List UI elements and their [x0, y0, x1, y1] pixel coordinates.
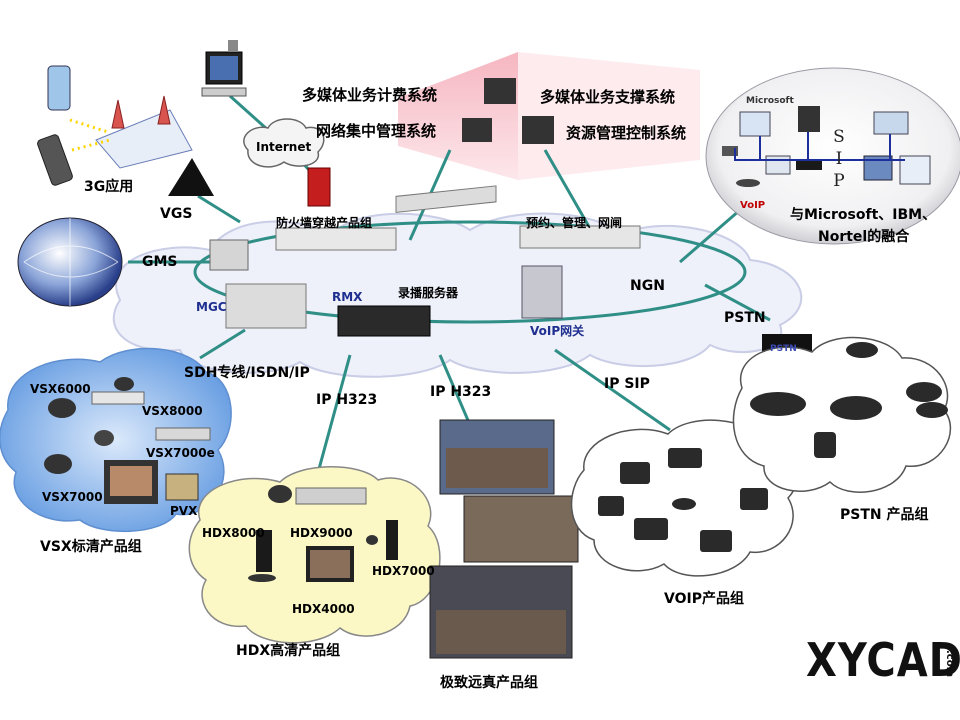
- resource-control-label: 资源管理控制系统: [566, 124, 687, 142]
- ip-sip-label: IP SIP: [604, 376, 650, 392]
- vsx-group-label: VSX标清产品组: [40, 539, 142, 555]
- pstn-label: PSTN: [724, 310, 766, 326]
- internet-terminal-icon: [201, 40, 247, 97]
- hdx-devices: [248, 485, 398, 582]
- telepresence-photos: [429, 419, 579, 659]
- network-management-label: 网络集中管理系统: [316, 122, 437, 140]
- vsx8000-label: VSX8000: [142, 404, 203, 418]
- vsx7000e-label: VSX7000e: [146, 446, 215, 460]
- ip-h323-left-label: IP H323: [316, 392, 378, 408]
- vsx6000-label: VSX6000: [30, 382, 91, 396]
- management-banner-right: [518, 52, 700, 180]
- backbone-ring: [193, 220, 747, 324]
- firewall-group-label: 防火墙穿越产品组: [276, 216, 373, 230]
- vsx7000-label: VSX7000: [42, 490, 103, 504]
- ip-h323-mid-label: IP H323: [430, 384, 492, 400]
- vsx-devices: [44, 377, 211, 504]
- xycad-logo: XYCAD: [806, 634, 960, 688]
- hdx-group-label: HDX高清产品组: [236, 643, 341, 659]
- ngn-label: NGN: [630, 278, 665, 294]
- sip-letters: S I P: [833, 127, 845, 191]
- telepresence-group-label: 极致远真产品组: [440, 675, 538, 691]
- firewall-icon: [307, 167, 331, 207]
- voip-phones: [598, 448, 768, 552]
- sdh-label: SDH专线/ISDN/IP: [184, 365, 310, 381]
- billing-system-label: 多媒体业务计费系统: [302, 86, 438, 104]
- recorder-label: 录播服务器: [398, 286, 459, 300]
- internet-cloud: [243, 118, 325, 168]
- 3g-app-label: 3G应用: [84, 179, 134, 195]
- voip-tag: VoIP: [740, 200, 766, 211]
- hdx8000-label: HDX8000: [202, 526, 265, 540]
- mgc-label: MGC: [196, 300, 227, 314]
- gms-label: GMS: [142, 254, 178, 270]
- rmx-label: RMX: [332, 290, 363, 304]
- management-pcs: [462, 78, 554, 144]
- microsoft-logo: Microsoft: [746, 96, 794, 106]
- voip-gateway-label: VoIP网关: [530, 324, 585, 338]
- voip-group-label: VOIP产品组: [664, 591, 744, 607]
- hdx4000-label: HDX4000: [292, 602, 355, 616]
- xycad-logo-com: .com: [944, 650, 955, 678]
- support-system-label: 多媒体业务支撑系统: [540, 88, 676, 106]
- ms-fusion-line1: 与Microsoft、IBM、: [790, 207, 937, 223]
- booking-management-label: 预约、管理、网闸: [526, 216, 623, 230]
- sip-fusion-devices: [722, 106, 931, 187]
- hdx7000-label: HDX7000: [372, 564, 435, 578]
- vgs-label: VGS: [160, 206, 193, 222]
- pvx-label: PVX: [170, 504, 198, 518]
- pstn-group-label: PSTN 产品组: [840, 507, 929, 523]
- internet-label: Internet: [256, 140, 312, 154]
- pstn-box-label: PSTN: [770, 344, 797, 354]
- hdx9000-label: HDX9000: [290, 526, 353, 540]
- 3g-network-icon: [37, 65, 193, 186]
- vgs-device-icon: [168, 158, 214, 196]
- pstn-phones: [750, 342, 948, 458]
- management-banner: [398, 52, 518, 180]
- ms-fusion-line2: Nortel的融合: [818, 229, 910, 245]
